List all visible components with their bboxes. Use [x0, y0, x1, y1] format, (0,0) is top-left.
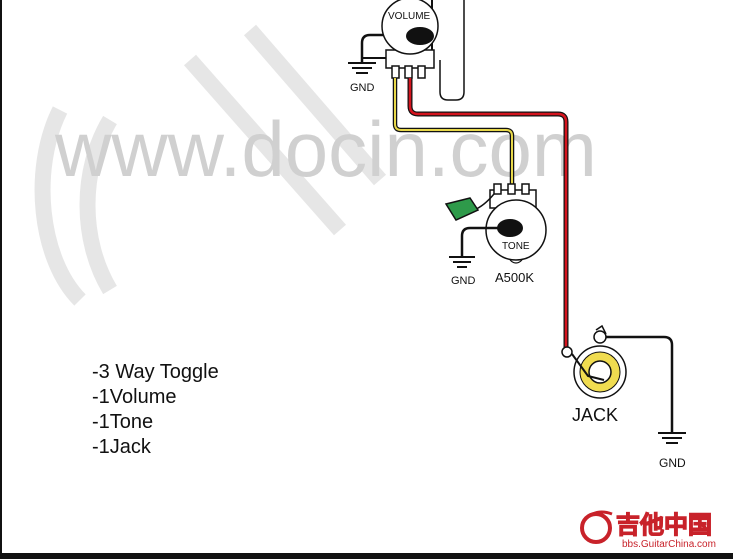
jack-sleeve-tab	[595, 324, 607, 335]
volume-pot-lugs	[391, 65, 426, 79]
watermark-logo-shape	[34, 24, 387, 306]
white-wire-to-toggle	[439, 0, 465, 101]
parts-list: -3 Way Toggle -1Volume -1Tone -1Jack	[92, 360, 219, 460]
jack-sleeve-lug	[593, 330, 607, 344]
frame-bottom-border	[0, 553, 733, 559]
tone-ground-wire	[460, 226, 500, 256]
logo-swoosh	[582, 510, 613, 522]
logo-url-text: bbs.GuitarChina.com	[622, 539, 716, 550]
parts-list-item: -1Jack	[92, 436, 151, 458]
guitarchina-logo: 吉他中国 bbs.GuitarChina.com	[580, 510, 716, 550]
tone-pot-solder-blob	[497, 219, 523, 237]
parts-list-item: -3 Way Toggle	[92, 361, 219, 383]
tone-pot-value: A500K	[495, 270, 534, 285]
tone-pot-label: TONE	[502, 241, 530, 252]
volume-ground-label: GND	[350, 82, 375, 94]
volume-pot-label: VOLUME	[388, 11, 431, 22]
frame-left-border	[0, 0, 2, 559]
watermark: www.docin.com	[34, 24, 597, 306]
volume-ground-wire	[360, 33, 410, 62]
yellow-wire	[394, 78, 513, 188]
volume-ground-symbol	[348, 62, 376, 74]
jack-ground-symbol	[658, 432, 686, 444]
jack: JACK	[561, 324, 627, 425]
logo-chinese-text: 吉他中国	[616, 511, 712, 539]
tone-ground-symbol	[449, 256, 475, 268]
jack-tip-contact	[571, 353, 605, 381]
tone-pot: TONE	[485, 183, 547, 264]
tone-pot-lugs	[493, 183, 530, 195]
watermark-text: www.docin.com	[54, 105, 597, 193]
capacitor	[444, 197, 480, 221]
jack-tip-lug	[561, 346, 573, 358]
volume-pot-solder-blob	[406, 27, 434, 45]
parts-list-item: -1Volume	[92, 386, 177, 408]
tone-ground-label: GND	[451, 275, 476, 287]
volume-pot-body	[381, 0, 439, 55]
tone-pot-bottom-tab	[509, 259, 523, 264]
volume-pot: VOLUME	[381, 0, 439, 79]
jack-label: JACK	[572, 405, 618, 425]
red-wire	[408, 78, 568, 348]
jack-ground-label: GND	[659, 456, 686, 470]
jack-ground-wire	[606, 335, 674, 432]
parts-list-item: -1Tone	[92, 411, 154, 433]
